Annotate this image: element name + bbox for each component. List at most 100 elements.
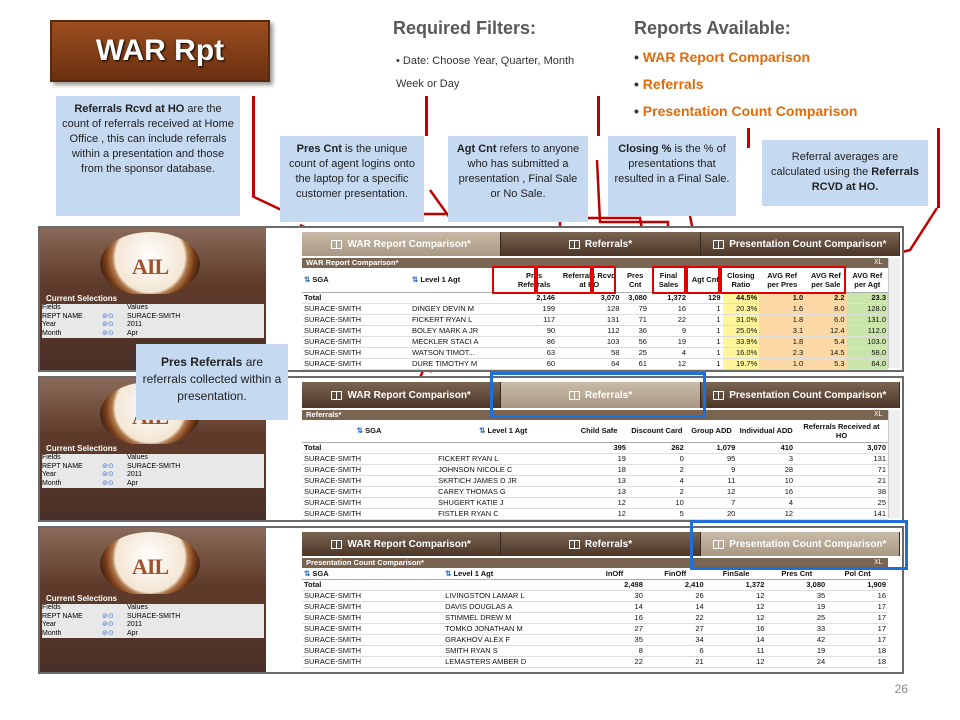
table-cell: 2 bbox=[627, 486, 686, 498]
note-closing: Closing % is the % of presentations that… bbox=[608, 136, 736, 216]
col-pres-cnt[interactable]: Pres Cnt bbox=[766, 568, 828, 580]
vertical-scrollbar[interactable] bbox=[888, 258, 900, 368]
table-cell: 0 bbox=[627, 453, 686, 465]
highlight-pcc-tab bbox=[690, 520, 908, 570]
table-cell: 64 bbox=[557, 358, 622, 370]
table-cell: 28 bbox=[737, 464, 796, 476]
col-pol-cnt[interactable]: Pol Cnt bbox=[827, 568, 888, 580]
tab-referrals[interactable]: Referrals* bbox=[501, 532, 701, 556]
referrals-table-panel: Referrals* ⇅ SGA ⇅ Level 1 Agt Child Saf… bbox=[302, 410, 888, 520]
table-cell: CAREY THOMAS G bbox=[436, 486, 571, 498]
table-cell: 3 bbox=[737, 453, 796, 465]
col-level1[interactable]: ⇅ Level 1 Agt bbox=[443, 568, 585, 580]
table-cell: 56 bbox=[621, 336, 649, 348]
col-child-safe[interactable]: Child Safe bbox=[570, 420, 628, 443]
table-cell: 17 bbox=[827, 634, 888, 646]
current-selections-title: Current Selections bbox=[42, 594, 264, 604]
tab-war-report[interactable]: WAR Report Comparison* bbox=[302, 532, 502, 556]
col-group-add[interactable]: Group ADD bbox=[685, 420, 738, 443]
col-discount-card[interactable]: Discount Card bbox=[627, 420, 686, 443]
pcc-table-panel: Presentation Count Comparison* ⇅ SGA ⇅ L… bbox=[302, 558, 888, 668]
table-cell: 12 bbox=[570, 497, 628, 509]
table-cell: 131.0 bbox=[846, 314, 888, 326]
col-avg-ref-agt[interactable]: AVG Ref per Agt bbox=[846, 268, 888, 293]
xl-export-icon[interactable]: XL bbox=[874, 259, 883, 266]
col-final-sales[interactable]: Final Sales bbox=[648, 268, 689, 293]
col-inoff[interactable]: InOff bbox=[584, 568, 645, 580]
table-cell: 8.0 bbox=[805, 303, 847, 315]
table-cell: WATSON TIMOT... bbox=[410, 347, 512, 359]
col-level1[interactable]: ⇅ Level 1 Agt bbox=[436, 420, 571, 443]
tab-referrals[interactable]: Referrals* bbox=[501, 232, 701, 256]
tab-war-report[interactable]: WAR Report Comparison* bbox=[302, 382, 502, 408]
tab-bar: WAR Report Comparison* Referrals* Presen… bbox=[302, 532, 900, 556]
connector-line bbox=[425, 96, 428, 136]
table-cell: 18 bbox=[827, 656, 888, 668]
table-cell: 21 bbox=[795, 475, 888, 487]
table-cell: 141 bbox=[795, 508, 888, 520]
table-cell: LEMASTERS AMBER D bbox=[443, 656, 585, 668]
table-cell: 12 bbox=[705, 656, 767, 668]
table-cell: 58 bbox=[557, 347, 622, 359]
col-sga[interactable]: ⇅ SGA bbox=[302, 420, 437, 443]
col-pres-cnt[interactable]: Pres Cnt bbox=[621, 268, 649, 293]
table-cell: 17 bbox=[827, 623, 888, 635]
col-sga[interactable]: ⇅ SGA bbox=[302, 268, 410, 293]
col-finsale[interactable]: FinSale bbox=[705, 568, 767, 580]
table-cell: SURACE-SMITH bbox=[302, 325, 410, 337]
tab-presentation-count[interactable]: Presentation Count Comparison* bbox=[700, 232, 900, 256]
filters-heading: Required Filters: bbox=[393, 18, 537, 38]
table-cell: 61 bbox=[621, 358, 649, 370]
table-cell: FICKERT RYAN L bbox=[410, 314, 512, 326]
table-cell: FISTLER RYAN C bbox=[436, 508, 571, 520]
table-cell: 58.0 bbox=[846, 347, 888, 359]
tab-referrals[interactable]: Referrals* bbox=[501, 382, 701, 408]
vertical-scrollbar[interactable] bbox=[888, 410, 900, 518]
col-avg-ref-pres[interactable]: AVG Ref per Pres bbox=[759, 268, 806, 293]
ail-logo bbox=[100, 232, 200, 296]
filter-date-label: Date bbox=[402, 55, 427, 67]
col-referrals-rcvd[interactable]: Referrals Rcvd at HO bbox=[557, 268, 622, 293]
col-finoff[interactable]: FinOff bbox=[644, 568, 706, 580]
xl-export-icon[interactable]: XL bbox=[874, 559, 883, 566]
table-cell: 42 bbox=[766, 634, 828, 646]
table-cell: 25 bbox=[795, 497, 888, 509]
col-referrals-received[interactable]: Referrals Received at HO bbox=[795, 420, 888, 443]
tab-war-report[interactable]: WAR Report Comparison* bbox=[302, 232, 502, 256]
col-closing-ratio[interactable]: Closing Ratio bbox=[722, 268, 760, 293]
col-individual-add[interactable]: Individual ADD bbox=[737, 420, 796, 443]
table-cell: 24 bbox=[766, 656, 828, 668]
table-cell: 35 bbox=[584, 634, 645, 646]
note-pres-cnt: Pres Cnt is the unique count of agent lo… bbox=[280, 136, 424, 222]
col-sga[interactable]: ⇅ SGA bbox=[302, 568, 444, 580]
table-icon bbox=[568, 390, 580, 400]
col-level1[interactable]: ⇅ Level 1 Agt bbox=[410, 268, 512, 293]
table-cell: 3.1 bbox=[759, 325, 806, 337]
connector-line bbox=[747, 128, 750, 148]
tab-presentation-count[interactable]: Presentation Count Comparison* bbox=[700, 382, 900, 408]
xl-export-icon[interactable]: XL bbox=[874, 411, 883, 418]
col-agt-cnt[interactable]: Agt Cnt bbox=[688, 268, 723, 293]
col-avg-ref-sale[interactable]: AVG Ref per Sale bbox=[805, 268, 847, 293]
tab-presentation-count[interactable]: Presentation Count Comparison* bbox=[700, 532, 900, 556]
